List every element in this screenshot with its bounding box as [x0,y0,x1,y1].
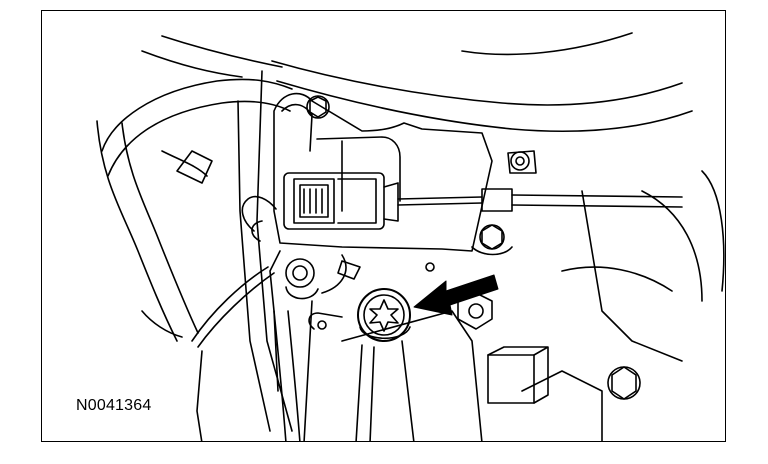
lower-tubes [273,310,375,441]
bolt-top [306,95,330,119]
illustration-frame: N0041364 [41,10,726,442]
indicator-arrow [413,274,499,316]
wiring-harness [191,195,347,392]
bolt-right [471,224,513,256]
hose-clamp [176,150,213,184]
shift-cable [397,188,683,212]
bracket-tab [308,312,549,404]
engine-component-line-drawing [96,32,725,441]
torx-bolt [357,288,411,342]
figure-id-label: N0041364 [74,397,154,415]
upper-left-hoses [101,35,293,177]
top-hose [271,32,693,133]
sensor-body [273,92,493,252]
housing-outline [196,70,725,441]
electrical-connector [283,172,399,230]
left-hose [96,120,213,342]
bolt-lower-left [285,258,435,300]
bolt-bottom-right [607,366,641,400]
bolt-right-upper [507,150,537,174]
